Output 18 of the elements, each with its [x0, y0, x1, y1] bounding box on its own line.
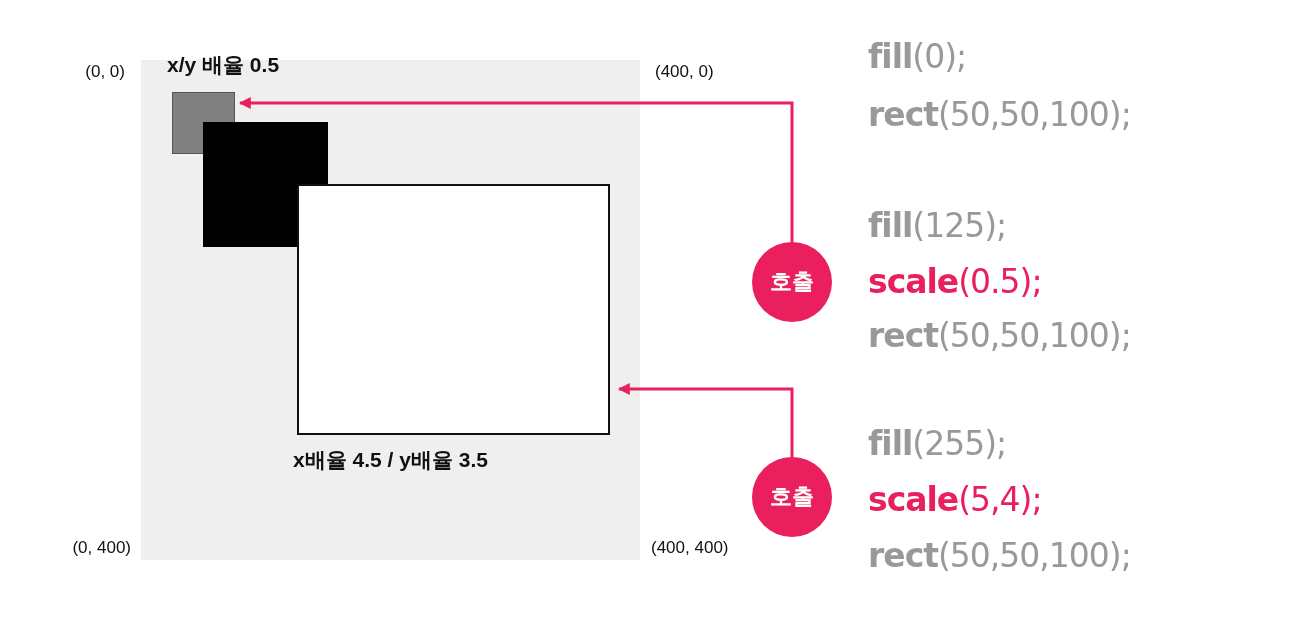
- call-badge: 호출: [752, 457, 832, 537]
- coordinate-label: (400, 0): [655, 62, 714, 82]
- coordinate-label: (400, 400): [651, 538, 729, 558]
- code-line: rect(50,50,100);: [868, 95, 1131, 135]
- code-line: fill(125);: [868, 206, 1007, 246]
- scale-caption: x배율 4.5 / y배율 3.5: [293, 447, 489, 473]
- call-badge: 호출: [752, 242, 832, 322]
- code-line: fill(0);: [868, 37, 967, 77]
- code-line: fill(255);: [868, 424, 1007, 464]
- coordinate-label: (0, 0): [85, 62, 125, 82]
- code-line: rect(50,50,100);: [868, 536, 1131, 576]
- code-line: scale(0.5);: [868, 262, 1042, 302]
- scale-caption: x/y 배율 0.5: [167, 52, 280, 78]
- coordinate-label: (0, 400): [72, 538, 131, 558]
- arrow: [238, 97, 794, 242]
- code-line: rect(50,50,100);: [868, 316, 1131, 356]
- code-line: scale(5,4);: [868, 480, 1042, 520]
- arrow: [617, 383, 794, 457]
